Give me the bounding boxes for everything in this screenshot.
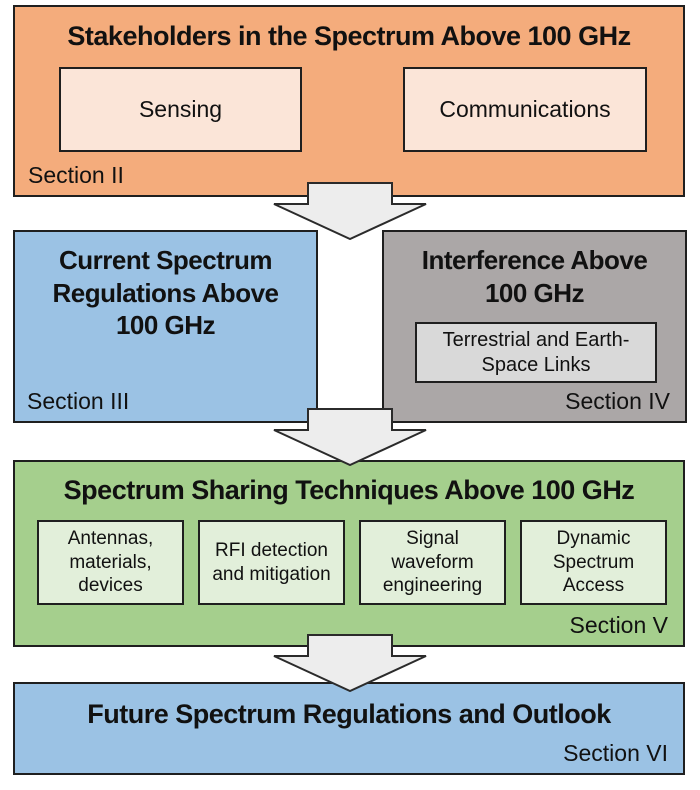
subbox-communications-label: Communications — [439, 96, 611, 123]
box-stakeholders: Stakeholders in the Spectrum Above 100 G… — [13, 5, 685, 197]
box-interference: Interference Above 100 GHz Terrestrial a… — [382, 230, 687, 423]
subbox-antennas-label: Antennas, materials, devices — [67, 527, 154, 597]
subbox-signal-waveform-engineering: Signal waveform engineering — [359, 520, 506, 605]
down-arrow-icon — [273, 182, 427, 240]
box-stakeholders-title: Stakeholders in the Spectrum Above 100 G… — [67, 21, 631, 51]
box-interference-title: Interference Above 100 GHz — [421, 245, 648, 308]
box-sharing-techniques: Spectrum Sharing Techniques Above 100 GH… — [13, 460, 685, 647]
subbox-rfi-detection-mitigation: RFI detection and mitigation — [198, 520, 345, 605]
subbox-rfi-label: RFI detection and mitigation — [212, 539, 331, 585]
section-label-iv: Section IV — [565, 388, 670, 414]
subbox-terrestrial-earth-space-links: Terrestrial and Earth-Space Links — [415, 322, 657, 383]
down-arrow-icon — [273, 634, 427, 692]
section-label-vi: Section VI — [563, 740, 668, 766]
section-label-v: Section V — [569, 612, 668, 638]
subbox-sensing: Sensing — [59, 67, 302, 152]
subbox-antennas-materials-devices: Antennas, materials, devices — [37, 520, 184, 605]
box-current-regulations: Current Spectrum Regulations Above 100 G… — [13, 230, 318, 423]
down-arrow-icon — [273, 408, 427, 466]
subbox-dynamic-spectrum-access: Dynamic Spectrum Access — [520, 520, 667, 605]
section-label-iii: Section III — [27, 388, 130, 414]
section-label-ii: Section II — [28, 162, 124, 188]
box-future-outlook-title: Future Spectrum Regulations and Outlook — [87, 699, 611, 729]
subbox-signal-label: Signal waveform engineering — [382, 527, 483, 597]
subbox-terrestrial-label: Terrestrial and Earth-Space Links — [442, 328, 630, 376]
subbox-sensing-label: Sensing — [138, 96, 223, 123]
box-sharing-techniques-title: Spectrum Sharing Techniques Above 100 GH… — [63, 475, 635, 505]
subbox-communications: Communications — [403, 67, 647, 152]
subbox-dsa-label: Dynamic Spectrum Access — [552, 527, 635, 597]
box-current-regulations-title: Current Spectrum Regulations Above 100 G… — [52, 245, 279, 340]
box-future-outlook: Future Spectrum Regulations and Outlook … — [13, 682, 685, 775]
